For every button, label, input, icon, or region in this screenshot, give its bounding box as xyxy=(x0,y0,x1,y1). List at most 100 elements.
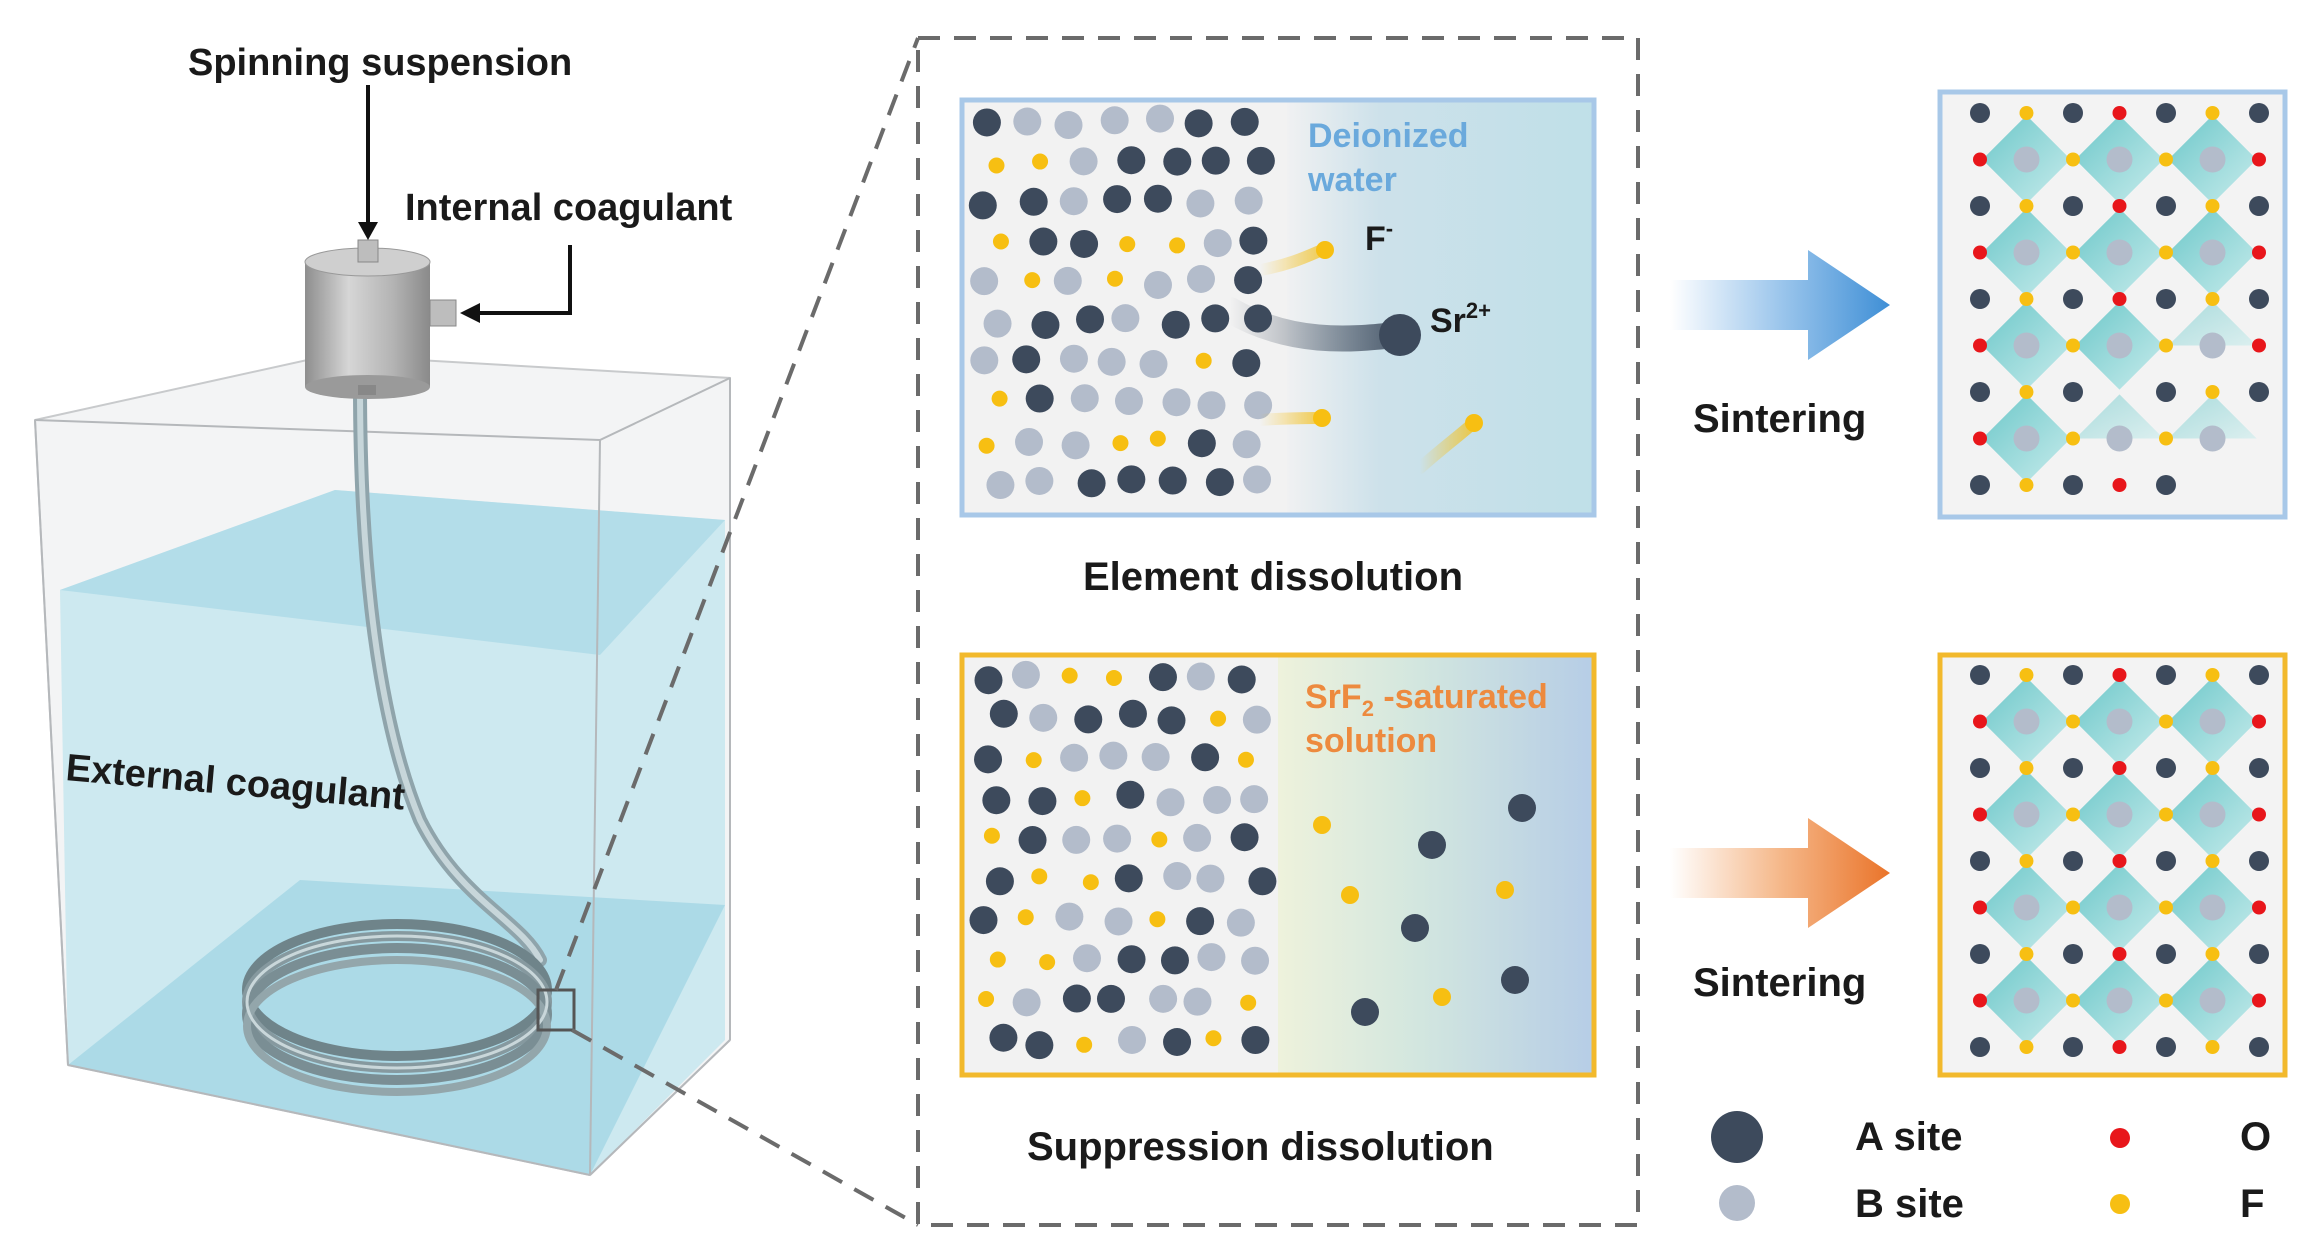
lattice-a-site xyxy=(2156,1037,2176,1057)
a-site-particle xyxy=(1163,147,1192,176)
a-site-particle xyxy=(1186,907,1215,936)
b-site-particle xyxy=(1059,187,1088,216)
lattice-f-site xyxy=(2159,431,2173,446)
a-site-particle xyxy=(1241,1026,1270,1055)
lattice-f-site xyxy=(2019,668,2034,682)
a-site-particle xyxy=(1187,429,1216,458)
lattice-o-site xyxy=(2252,338,2266,353)
f-particle xyxy=(1149,430,1166,447)
a-site-particle xyxy=(1143,184,1172,213)
b-site-particle xyxy=(1029,703,1058,732)
legend-f-label: F xyxy=(2240,1182,2264,1226)
lattice-a-site xyxy=(2156,289,2176,309)
b-site-particle xyxy=(1186,265,1215,294)
lattice-o-site xyxy=(1973,993,1987,1008)
tank-bottom xyxy=(68,880,725,1175)
b-site-particle xyxy=(1149,984,1178,1013)
lattice-b-site xyxy=(2013,708,2040,735)
lattice-a-site xyxy=(2156,665,2176,685)
b-site-particle xyxy=(1103,824,1132,853)
lattice-f-site xyxy=(2159,338,2173,353)
lattice-f-site xyxy=(2159,245,2173,260)
lattice-b-site xyxy=(2106,801,2133,828)
lattice-b-site xyxy=(2013,987,2040,1014)
deionized-water-label-2: water xyxy=(1307,161,1397,199)
f-particle xyxy=(978,990,995,1007)
lattice-f-site xyxy=(2205,106,2220,120)
f-particle xyxy=(1112,435,1129,452)
a-site-particle xyxy=(1062,984,1091,1013)
sr-ion-trail xyxy=(1217,297,1408,352)
water-surface xyxy=(60,490,725,655)
lattice-o-site xyxy=(2112,947,2127,961)
lattice-o-site xyxy=(1973,431,1987,446)
legend-b-site-label: B site xyxy=(1855,1182,1964,1226)
lattice-f-site xyxy=(2159,152,2173,167)
a-site-particle xyxy=(1077,469,1106,498)
a-site-particle xyxy=(1012,345,1041,374)
dissolved-a-ion xyxy=(1418,831,1446,859)
lattice-a-site xyxy=(2249,196,2269,216)
bo6-octahedron xyxy=(2168,301,2257,346)
b-site-particle xyxy=(1111,304,1140,333)
suppression-dissolution-panel xyxy=(959,652,1597,1078)
lattice-b-site xyxy=(2199,708,2226,735)
lattice-o-site xyxy=(2112,1040,2127,1054)
lattice-f-site xyxy=(2019,478,2034,492)
a-site-particle xyxy=(1070,229,1099,258)
f-particle xyxy=(1074,790,1091,807)
lattice-o-site xyxy=(2252,807,2266,822)
f-particle xyxy=(1031,868,1048,885)
b-site-particle xyxy=(1196,864,1225,893)
lattice-f-site xyxy=(2205,854,2220,868)
b-site-particle xyxy=(1062,825,1091,854)
b-site-particle xyxy=(1055,902,1084,931)
lattice-a-site xyxy=(2156,382,2176,402)
lattice-f-site xyxy=(2066,245,2080,260)
tank-edges xyxy=(34,377,731,1176)
a-site-particle xyxy=(1160,946,1189,975)
lattice-b-site xyxy=(2199,239,2226,266)
lattice-f-site xyxy=(2019,385,2034,399)
a-site-particle xyxy=(1076,305,1105,334)
bo6-octahedron xyxy=(2075,394,2164,439)
lattice-a-site xyxy=(2249,103,2269,123)
lattice-a-site xyxy=(2063,944,2083,964)
a-site-particle xyxy=(1025,1031,1054,1060)
b-site-particle xyxy=(1244,391,1273,420)
a-site-particle xyxy=(985,867,1014,896)
b-site-particle xyxy=(1012,988,1041,1017)
lattice-a-site xyxy=(2249,382,2269,402)
b-site-particle xyxy=(1197,943,1226,972)
a-site-particle xyxy=(1161,310,1190,339)
lattice-a-site xyxy=(1970,382,1990,402)
lattice-b-site xyxy=(2106,708,2133,735)
dissolved-f-ion xyxy=(1341,886,1359,904)
lattice-a-site xyxy=(1970,196,1990,216)
lattice-o-site xyxy=(1973,807,1987,822)
b-site-particle xyxy=(1163,862,1192,891)
lattice-o-site xyxy=(2112,106,2127,120)
b-site-particle xyxy=(1013,107,1042,136)
lattice-a-site xyxy=(1970,289,1990,309)
defective-lattice xyxy=(1937,89,2288,520)
b-site-particle xyxy=(1104,907,1133,936)
b-site-particle xyxy=(1053,266,1082,295)
lattice-b-site xyxy=(2199,987,2226,1014)
lattice-o-site xyxy=(2252,152,2266,167)
lattice-o-site xyxy=(2252,714,2266,729)
f-particle xyxy=(1061,667,1078,684)
a-site-particle xyxy=(1230,823,1259,852)
b-site-particle xyxy=(1054,111,1083,140)
lattice-b-site xyxy=(2013,146,2040,173)
f-particle xyxy=(1082,874,1099,891)
dissolved-a-ion xyxy=(1401,914,1429,942)
lattice-f-site xyxy=(2019,761,2034,775)
saturated-solution-region xyxy=(1278,655,1594,1075)
b-site-particle xyxy=(1069,147,1098,176)
f-ion xyxy=(1313,409,1331,427)
a-site-particle xyxy=(1117,465,1146,494)
lattice-o-site xyxy=(2252,900,2266,915)
lattice-a-site xyxy=(1970,1037,1990,1057)
lattice-o-site xyxy=(1973,152,1987,167)
